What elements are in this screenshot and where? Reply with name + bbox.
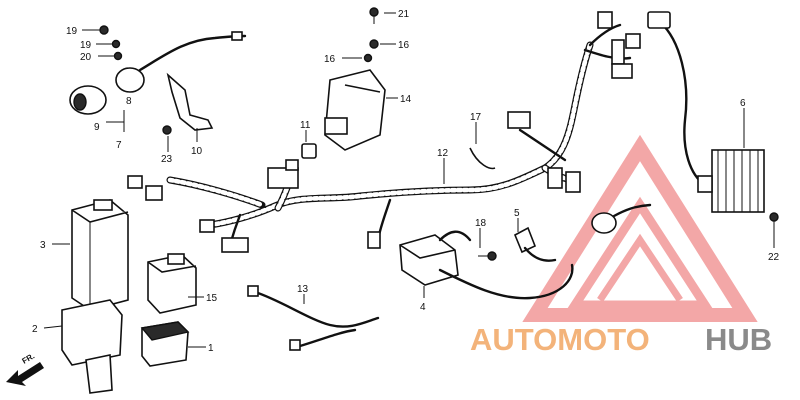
harness-clamp — [469, 147, 496, 170]
callout-20: 20 — [80, 52, 92, 63]
cdi-unit — [71, 199, 129, 311]
callout-13: 13 — [297, 284, 309, 295]
callout-19b: 19 — [80, 40, 92, 51]
watermark-text: AUTOMOTO HUB — [470, 322, 772, 357]
relay-15 — [147, 253, 197, 314]
front-direction-label: FR. — [21, 351, 37, 365]
fuse-box — [324, 7, 386, 151]
callout-18: 18 — [475, 218, 487, 229]
callout-15: 15 — [206, 293, 218, 304]
bracket-10 — [166, 72, 214, 131]
front-direction-arrow: FR. — [6, 351, 44, 386]
callout-7: 7 — [116, 140, 122, 151]
callout-19a: 19 — [66, 26, 78, 37]
watermark-logo-icon — [522, 134, 758, 322]
ignition-coil — [399, 230, 574, 300]
callout-16b: 16 — [398, 40, 410, 51]
callout-5: 5 — [514, 208, 520, 219]
callout-2: 2 — [32, 324, 38, 335]
main-wire-harness — [166, 23, 632, 247]
horn-assembly — [69, 31, 247, 115]
rubber-mount — [140, 321, 190, 367]
callout-10: 10 — [191, 146, 203, 157]
callout-11: 11 — [300, 120, 311, 131]
cdi-holder — [61, 299, 123, 394]
callout-1: 1 — [208, 343, 214, 354]
harness-connector-center — [221, 159, 381, 253]
harness-connector-right — [507, 11, 641, 193]
bolt-18 — [478, 251, 497, 261]
bolt-23 — [162, 125, 172, 135]
bolt-22 — [769, 212, 779, 232]
callout-17: 17 — [470, 112, 482, 123]
plug-11 — [301, 143, 317, 159]
watermark-part1: AUTOMOTO — [470, 322, 650, 357]
callout-22: 22 — [768, 252, 780, 263]
connector-boot — [591, 203, 652, 234]
callout-3: 3 — [40, 240, 46, 251]
callout-labels: 19 19 20 8 9 7 10 23 21 16 16 14 11 12 1… — [32, 9, 780, 354]
callout-8: 8 — [126, 96, 132, 107]
sub-harness — [247, 285, 380, 351]
watermark-part2: HUB — [705, 322, 772, 357]
spark-plug-cap — [513, 226, 557, 262]
callout-6: 6 — [740, 98, 746, 109]
callout-16a: 16 — [324, 54, 336, 65]
callout-4: 4 — [420, 302, 426, 313]
regulator-rectifier — [647, 11, 765, 213]
bolts-19-20 — [99, 25, 123, 61]
callout-9: 9 — [94, 122, 100, 133]
harness-connector-left — [127, 175, 215, 233]
callout-21: 21 — [398, 9, 410, 20]
leader-lines — [43, 12, 775, 348]
callout-12: 12 — [437, 148, 449, 159]
callout-23: 23 — [161, 154, 173, 165]
callout-14: 14 — [400, 94, 412, 105]
